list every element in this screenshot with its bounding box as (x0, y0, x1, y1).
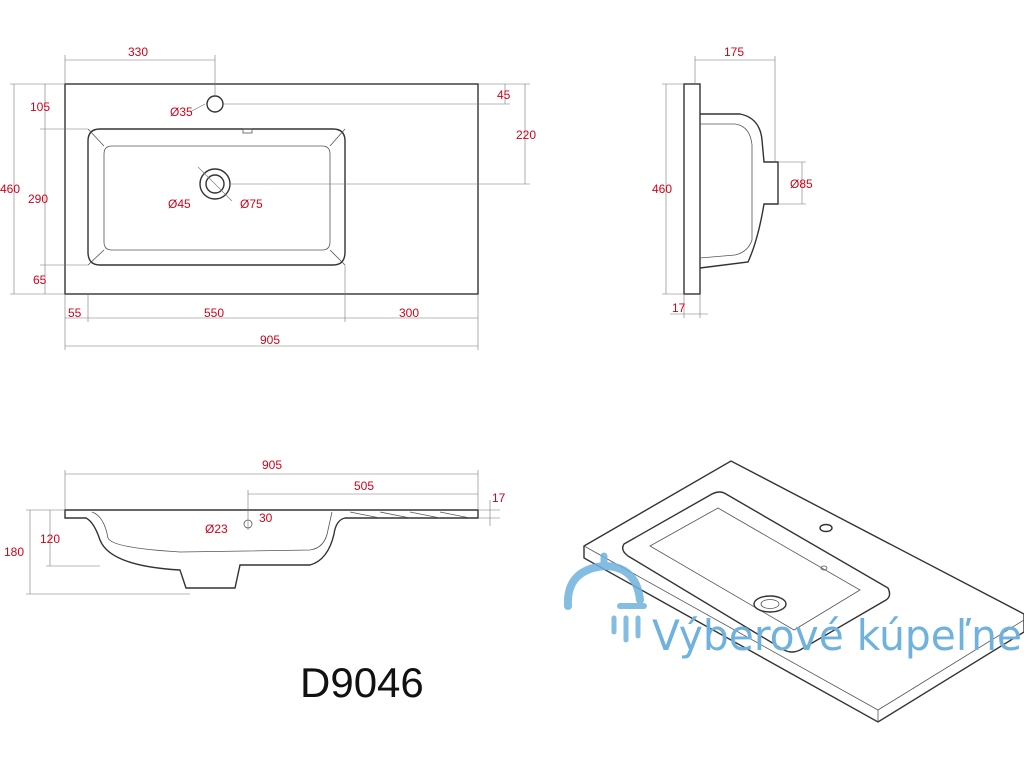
dim-front-17: 17 (492, 491, 506, 505)
isometric-view (583, 460, 1024, 723)
side-view-slab (683, 83, 701, 295)
front-view-tap-hole (243, 519, 253, 529)
dim-side-460: 460 (652, 182, 672, 196)
dim-290: 290 (28, 192, 48, 206)
dim-dia45: Ø45 (168, 197, 191, 211)
iso-outline (583, 460, 1024, 723)
overflow-slot (242, 128, 253, 134)
front-view-basin-inner (91, 511, 333, 553)
dim-dia23: Ø23 (205, 522, 228, 536)
front-view: 905 505 17 120 180 Ø23 30 (4, 458, 506, 595)
dim-460: 460 (0, 182, 20, 196)
front-view-outline (64, 509, 479, 589)
side-view: 175 460 Ø85 17 (652, 45, 813, 318)
dim-905: 905 (260, 333, 280, 347)
dim-45: 45 (497, 88, 511, 102)
side-view-basin-inner (699, 123, 753, 259)
top-view-basin-inner (103, 145, 331, 251)
dim-55: 55 (68, 306, 82, 320)
iso-drain (753, 595, 787, 613)
front-view-hatching (349, 511, 471, 519)
side-view-basin-outer (699, 113, 779, 269)
iso-basin-inner (649, 507, 861, 631)
model-label: D9046 (300, 659, 424, 706)
dim-220: 220 (516, 128, 536, 142)
dim-30: 30 (259, 511, 273, 525)
dim-505: 505 (354, 479, 374, 493)
drain-inner (205, 174, 225, 194)
top-view-outline (64, 83, 479, 295)
dim-dia85: Ø85 (790, 177, 813, 191)
top-view: 330 Ø35 105 45 220 460 290 Ø45 Ø75 65 55… (0, 45, 536, 350)
dim-180: 180 (4, 545, 24, 559)
dim-550: 550 (204, 306, 224, 320)
top-view-basin-outer (87, 128, 346, 266)
dim-105: 105 (30, 100, 50, 114)
dim-65: 65 (33, 273, 47, 287)
dim-175: 175 (724, 45, 744, 59)
dim-dia35: Ø35 (170, 105, 193, 119)
watermark-text: Výberové kúpeľne (652, 611, 1022, 660)
dim-front-905: 905 (262, 458, 282, 472)
dim-300: 300 (399, 306, 419, 320)
shower-logo-icon (563, 552, 647, 643)
dim-120: 120 (40, 532, 60, 546)
dim-dia75: Ø75 (240, 197, 263, 211)
iso-basin-outer (621, 491, 891, 653)
tap-hole (206, 95, 224, 113)
dim-330: 330 (128, 45, 148, 59)
dim-side-17: 17 (672, 301, 686, 315)
iso-tap-hole (819, 523, 833, 533)
